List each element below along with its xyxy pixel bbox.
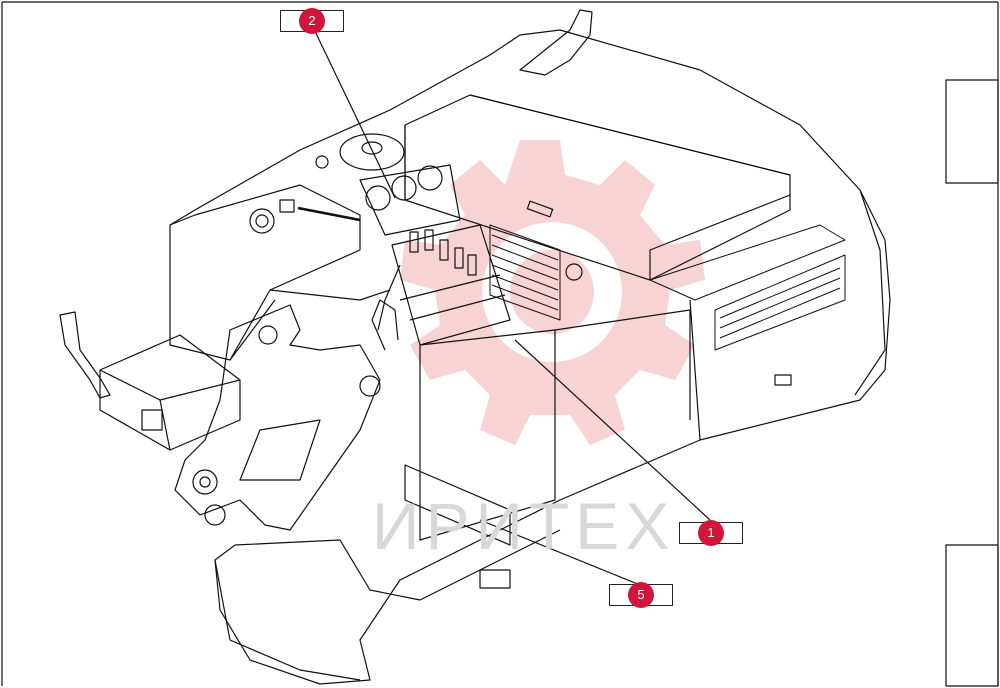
watermark-gear-icon [400,140,705,445]
watermark-text: ИРИТЕХ [372,489,676,563]
callout-2[interactable]: 2 [280,8,344,34]
callout-1[interactable]: 1 [679,520,743,546]
side-grille [489,224,561,321]
tank-cap [339,133,405,171]
right-tab-bottom [945,544,999,687]
callout-number-5: 5 [628,582,654,608]
control-valve [391,224,583,346]
leader-1 [514,339,711,521]
exhaust-pipe [519,9,593,76]
fuel-tank [169,184,361,361]
housing-outline [169,29,891,685]
callout-number-1: 1 [698,520,724,546]
left-step [99,334,241,451]
rear-grille [649,224,846,351]
boom-bracket [174,304,381,531]
leader-2 [311,24,396,199]
callout-number-2: 2 [299,8,325,34]
handrail [59,311,111,399]
right-tab-top [945,79,999,184]
leader-5 [479,519,641,586]
callout-5[interactable]: 5 [609,582,673,608]
